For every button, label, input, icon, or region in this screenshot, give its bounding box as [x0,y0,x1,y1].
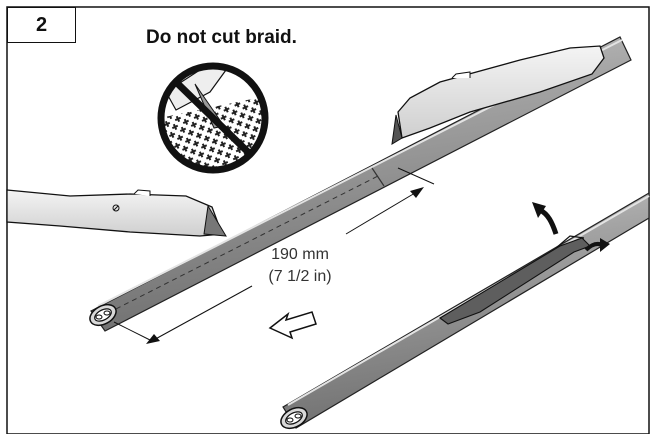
utility-knife-icon [6,189,227,237]
cable-end [280,406,308,430]
dimension-metric: 190 mm [271,246,329,263]
dimension-arrow [113,167,435,344]
direction-arrow-icon [268,311,317,340]
warning-text: Do not cut braid. [146,27,297,48]
dimension-label: 190 mm (7 1/2 in) [250,244,350,288]
step-number: 2 [7,7,76,43]
cable-end [89,303,117,327]
peel-arrow-icon [584,238,610,252]
utility-knife-icon [391,45,605,145]
no-cut-prohibition-icon [157,62,269,174]
cut-line [107,174,381,314]
right-cable [280,191,650,430]
peel-arrow-icon [532,202,559,235]
dimension-imperial: (7 1/2 in) [268,268,332,285]
